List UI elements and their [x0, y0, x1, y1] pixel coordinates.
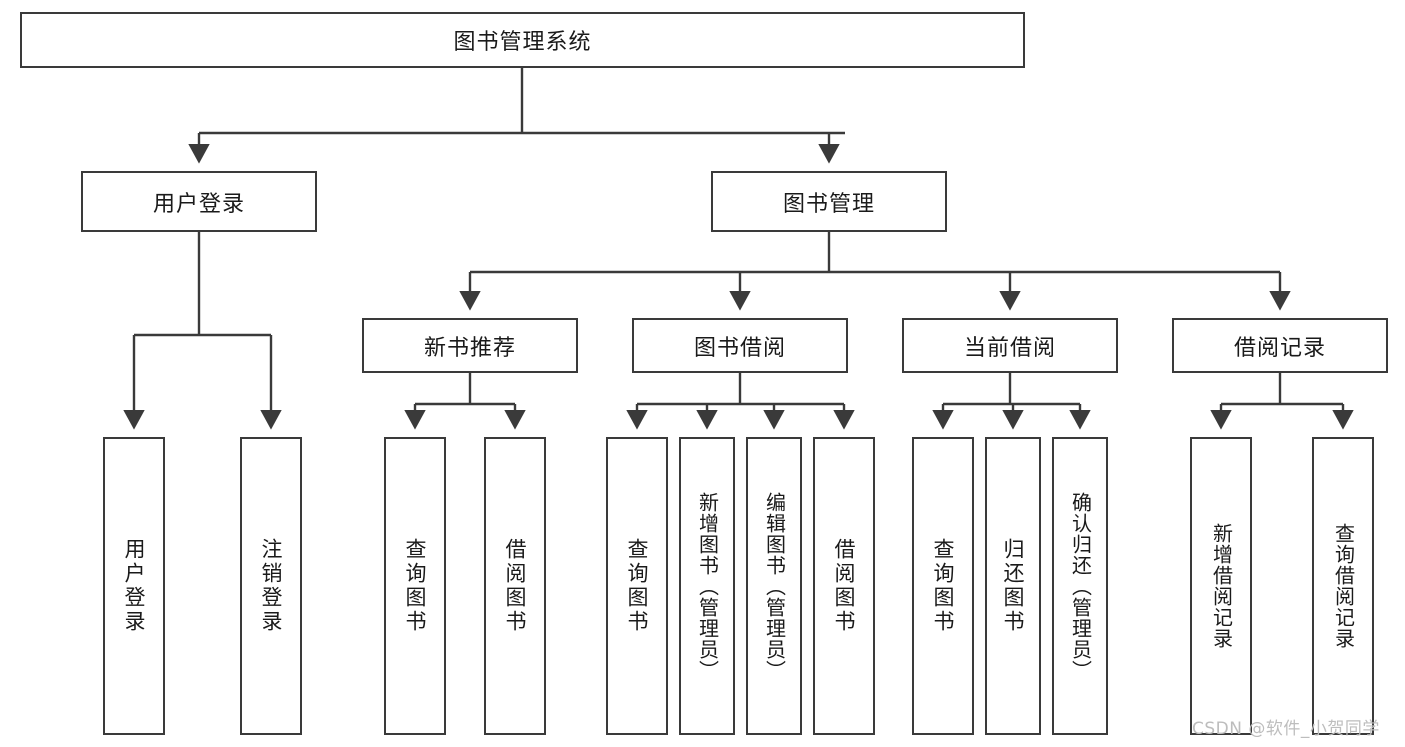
leaf-user-logout-label: 注销登录: [259, 538, 284, 634]
leaf-user-login[interactable]: 用户登录: [103, 437, 165, 735]
leaf-return-book[interactable]: 归还图书: [985, 437, 1041, 735]
node-new-book-recommend[interactable]: 新书推荐: [362, 318, 578, 373]
leaf-query-borrow-record-label: 查询借阅记录: [1331, 523, 1356, 649]
node-user-login-label: 用户登录: [152, 191, 245, 217]
node-borrow-records[interactable]: 借阅记录: [1172, 318, 1388, 373]
leaf-confirm-return-label: 确认归还（管理员）: [1068, 491, 1093, 681]
leaf-add-borrow-record-label: 新增借阅记录: [1209, 523, 1234, 649]
leaf-add-book-label: 新增图书（管理员）: [695, 491, 720, 681]
leaf-borrow-book-recommend-label: 借阅图书: [503, 538, 528, 634]
node-book-management-label: 图书管理: [782, 191, 875, 217]
leaf-query-book-recommend-label: 查询图书: [403, 538, 428, 634]
node-book-borrow[interactable]: 图书借阅: [632, 318, 848, 373]
node-book-management[interactable]: 图书管理: [711, 171, 947, 232]
leaf-query-book-current-label: 查询图书: [931, 538, 956, 634]
leaf-query-borrow-record[interactable]: 查询借阅记录: [1312, 437, 1374, 735]
leaf-add-borrow-record[interactable]: 新增借阅记录: [1190, 437, 1252, 735]
node-root[interactable]: 图书管理系统: [20, 12, 1025, 68]
node-book-borrow-label: 图书借阅: [693, 335, 786, 361]
leaf-return-book-label: 归还图书: [1001, 538, 1026, 634]
leaf-query-book-borrow-label: 查询图书: [625, 538, 650, 634]
leaf-borrow-book-recommend[interactable]: 借阅图书: [484, 437, 546, 735]
edge-book-borrow-to-leaves: [626, 373, 855, 430]
node-borrow-records-label: 借阅记录: [1233, 335, 1326, 361]
leaf-edit-book-label: 编辑图书（管理员）: [762, 491, 787, 681]
leaf-confirm-return[interactable]: 确认归还（管理员）: [1052, 437, 1108, 735]
leaf-query-book-current[interactable]: 查询图书: [912, 437, 974, 735]
node-root-label: 图书管理系统: [453, 30, 592, 55]
leaf-borrow-book-label: 借阅图书: [832, 538, 857, 634]
leaf-user-login-label: 用户登录: [122, 538, 147, 634]
edge-current-borrow-to-leaves: [932, 373, 1091, 430]
edge-user-login-to-leaves: [123, 232, 282, 430]
watermark: CSDN @软件_小贺同学: [1192, 719, 1380, 739]
edge-borrow-records-to-leaves: [1210, 373, 1354, 430]
leaf-query-book-borrow[interactable]: 查询图书: [606, 437, 668, 735]
edge-root-to-level2: [188, 68, 845, 164]
node-current-borrow[interactable]: 当前借阅: [902, 318, 1118, 373]
leaf-edit-book[interactable]: 编辑图书（管理员）: [746, 437, 802, 735]
leaf-user-logout[interactable]: 注销登录: [240, 437, 302, 735]
node-user-login[interactable]: 用户登录: [81, 171, 317, 232]
leaf-borrow-book[interactable]: 借阅图书: [813, 437, 875, 735]
node-new-book-recommend-label: 新书推荐: [423, 335, 516, 361]
edge-book-management-to-level3: [459, 232, 1291, 311]
leaf-add-book[interactable]: 新增图书（管理员）: [679, 437, 735, 735]
node-current-borrow-label: 当前借阅: [963, 335, 1056, 361]
leaf-query-book-recommend[interactable]: 查询图书: [384, 437, 446, 735]
edge-new-book-recommend-to-leaves: [404, 373, 526, 430]
